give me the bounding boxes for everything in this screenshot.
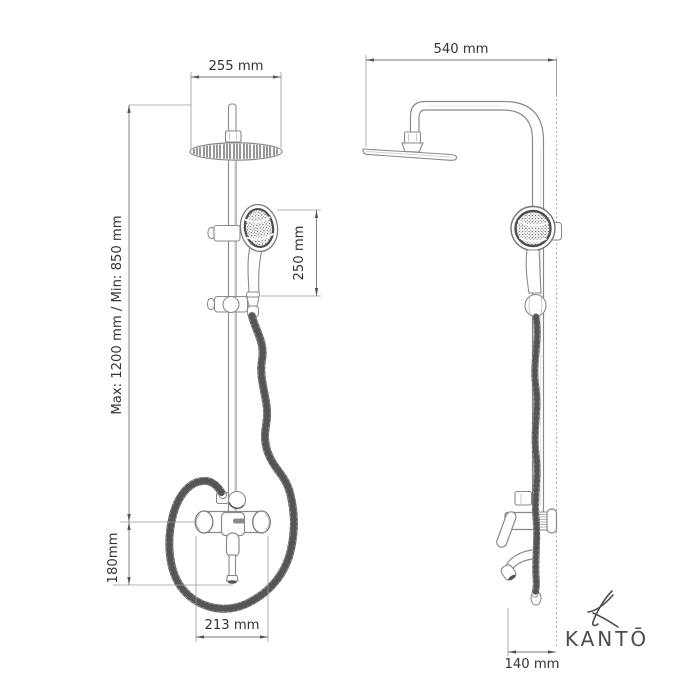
dim-handset-length: 250 mm [261, 209, 321, 297]
dim-label-arm-reach: 540 mm [433, 42, 488, 57]
dim-spout-drop: 180mm [106, 521, 233, 586]
dim-label-mixer-width: 213 mm [204, 618, 259, 633]
mixer-flange-right [252, 510, 271, 534]
dim-label-head-width: 255 mm [208, 59, 263, 74]
hose-nut-side [524, 293, 547, 318]
brand-logo: KANTŌ [565, 590, 649, 651]
diverter-knob-side [514, 490, 533, 506]
spout-side [500, 549, 533, 581]
brand-wordmark: KANTŌ [565, 627, 649, 651]
hand-shower-head-front [239, 203, 279, 253]
dim-label-spout-drop: 180mm [106, 533, 121, 584]
mixer-lever-front [225, 532, 240, 558]
front-view [165, 103, 298, 613]
dim-mixer-width: 213 mm [195, 536, 269, 642]
spout-mouth-side [508, 574, 516, 581]
rain-head-nozzles [193, 143, 278, 160]
mixer-front [194, 510, 271, 584]
hand-shower-front [239, 203, 279, 318]
slider-bracket-upper [207, 224, 241, 242]
dim-label-handset-length: 250 mm [292, 225, 307, 280]
hose-cone-front [246, 296, 260, 307]
dim-label-height-range: Max: 1200 mm / Min: 850 mm [110, 215, 125, 414]
dimensions: 255 mm Max: 1200 mm / Min: 850 mm 180mm … [106, 42, 560, 672]
dim-height-range: Max: 1200 mm / Min: 850 mm [110, 104, 191, 522]
hand-shower-side [510, 205, 563, 318]
spout-front [228, 554, 237, 577]
side-view [362, 57, 563, 649]
brand-script-k-icon [587, 590, 619, 628]
dim-head-width: 255 mm [190, 59, 282, 150]
wall-flange-side [546, 508, 558, 534]
spout-mouth-front [227, 580, 237, 584]
mixer-body-front [220, 511, 246, 537]
head-connector-nut-side [403, 131, 422, 144]
slider-bracket-lower [206, 295, 249, 314]
mixer-side [496, 490, 558, 581]
dim-arm-reach: 540 mm [365, 42, 556, 147]
rain-shower-head-front [189, 142, 283, 161]
hand-shower-handle-side [525, 249, 542, 294]
mixer-brand-label [233, 518, 245, 524]
mixer-lever-side [496, 511, 517, 548]
mixer-flange-left [194, 510, 214, 534]
head-connector-nut-front [224, 130, 242, 143]
dim-wall-offset: 140 mm [504, 608, 560, 672]
rain-shower-head-side [362, 131, 458, 161]
shower-hose-side [530, 313, 542, 606]
dim-label-wall-offset: 140 mm [504, 657, 559, 672]
shower-hose-front [165, 312, 298, 613]
